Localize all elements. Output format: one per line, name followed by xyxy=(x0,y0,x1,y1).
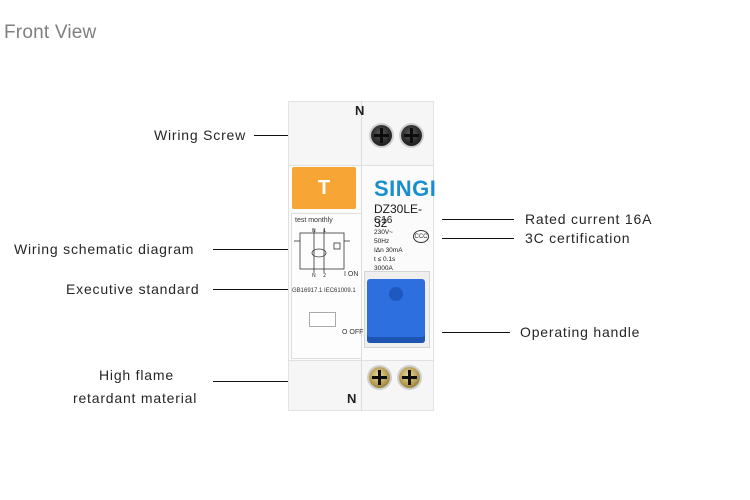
bottom-screw-left xyxy=(369,367,390,388)
spec-voltage: 230V~ xyxy=(374,229,393,236)
brand-logo: SINGI xyxy=(374,176,437,201)
status-window xyxy=(309,312,336,327)
standard-text: GB16917.1 IEC61009.1 xyxy=(292,288,356,294)
handle-label: Operating handle xyxy=(520,324,641,340)
svg-text:N: N xyxy=(312,273,316,277)
svg-text:2: 2 xyxy=(323,273,326,277)
spec-capacity: 3000A xyxy=(374,265,393,272)
current-rating: C16 xyxy=(374,215,393,226)
svg-text:N: N xyxy=(312,228,316,234)
terminal-top-label: N xyxy=(355,103,365,118)
flame-label-line1: High flame xyxy=(99,367,174,383)
spec-trip-time: t ≤ 0.1s xyxy=(374,256,396,263)
circuit-breaker: N T test monthly N 1 N 2 I ON GB16917.1 … xyxy=(288,101,437,411)
page-title: Front View xyxy=(4,22,97,43)
handle-leader xyxy=(442,332,510,333)
test-button[interactable]: T xyxy=(292,167,356,209)
ccc-mark-icon: CCC xyxy=(413,230,429,243)
wiring-schematic-icon: N 1 N 2 xyxy=(294,228,350,277)
label-panel xyxy=(291,213,361,359)
flame-label-line2: retardant material xyxy=(73,390,198,406)
flame-leader xyxy=(213,381,288,382)
bottom-screw-right xyxy=(399,367,420,388)
certification-label: 3C certification xyxy=(525,230,631,246)
schematic-leader xyxy=(213,249,288,250)
pole-divider xyxy=(361,101,362,411)
off-label: O OFF xyxy=(342,329,364,336)
top-screw-left xyxy=(371,125,392,146)
model-number: DZ30LE-32 xyxy=(374,202,423,230)
on-label: I ON xyxy=(344,271,359,278)
standard-leader xyxy=(213,289,288,290)
top-screw-right xyxy=(401,125,422,146)
spec-residual: IΔn 30mA xyxy=(374,247,403,254)
certification-leader xyxy=(442,238,514,239)
spec-frequency: 50Hz xyxy=(374,238,390,245)
rated-current-leader xyxy=(442,219,514,220)
terminal-bottom-label: N xyxy=(347,391,357,406)
rated-current-label: Rated current 16A xyxy=(525,211,653,227)
test-monthly-text: test monthly xyxy=(295,217,333,224)
schematic-label: Wiring schematic diagram xyxy=(14,241,195,257)
standard-label: Executive standard xyxy=(66,281,200,297)
handle-pivot xyxy=(389,287,403,301)
test-symbol: T xyxy=(317,176,331,199)
wiring-screw-label: Wiring Screw xyxy=(154,127,247,143)
svg-text:1: 1 xyxy=(323,228,326,234)
